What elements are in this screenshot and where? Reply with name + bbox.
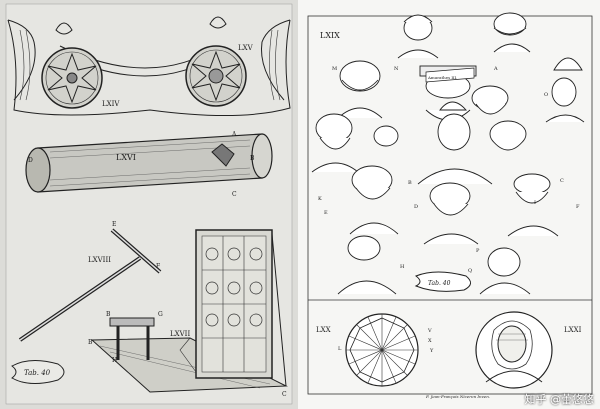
footer-credit: F. Jean-François Niceron Inven. [425,394,490,399]
fig-71-label: LXXI [564,326,582,334]
rod-instrument [18,228,162,342]
right-plate: LXIX Amurathes II [298,0,600,409]
svg-text:P: P [476,248,480,254]
svg-text:K: K [318,196,322,202]
left-engraving: LXIV LXV LXVI D A C B LXVIII E [0,0,298,409]
fig-67-label: LXVII [170,330,190,338]
rod-letter-e: E [112,221,116,228]
svg-text:A: A [493,66,498,72]
tube-letter-d: D [28,157,33,164]
rod-letter-f: F [156,263,160,270]
frame-letter-c: C [282,391,287,398]
frame-letter-b2: B [88,339,93,346]
frame-letter-h: H [112,357,117,364]
dial-70 [345,313,419,387]
fig-70-label: LXX [316,326,331,334]
watermark-text: 知乎 @蕾悠悠 [524,393,595,406]
name-banner [425,67,475,83]
frame-letter-b: B [106,311,111,318]
svg-text:I: I [534,200,536,206]
rosette-right [185,45,247,107]
right-engraving: LXIX Amurathes II [298,0,600,409]
svg-text:H: H [400,264,405,270]
left-plate: LXIV LXV LXVI D A C B LXVIII E [0,0,298,409]
fig-68-label: LXVIII [88,256,111,264]
fig-64-label: LXIV [102,100,120,108]
frame-apparatus [90,229,288,393]
svg-text:M: M [332,66,337,72]
dial-letter-y: Y [429,348,434,354]
cylinder-tube [25,133,273,193]
fig-66-label: LXVI [116,153,136,162]
fig-69-label: LXIX [320,31,340,40]
dial-letter-x: X [428,338,432,344]
rosette-left [41,47,103,109]
svg-text:E: E [324,210,328,216]
fig-65-label: LXV [238,44,254,52]
tab-banner-left [11,360,65,384]
svg-text:B: B [408,180,412,186]
svg-text:O: O [544,92,548,98]
tab-label-left: Tab. 40 [24,369,51,377]
svg-text:D: D [414,204,418,210]
tab-banner-right [414,271,471,292]
portrait-medallion-71 [475,311,553,389]
svg-text:C: C [560,178,564,184]
frame-letter-g: G [158,311,163,318]
tab-label-right: Tab. 40 [428,280,451,287]
dial-letter-v: V [427,328,432,334]
svg-text:N: N [394,66,399,72]
dial-letter-l: L [338,346,342,352]
figure-letters: M N O K A B I C D E F P Q H [318,66,580,274]
name-banner-text: Amurathes III. [427,75,457,80]
portrait-heads [311,12,585,295]
svg-text:F: F [576,204,580,210]
tube-letter-c: C [232,191,237,198]
tube-letter-a: A [231,131,237,138]
svg-text:Q: Q [468,268,472,274]
tube-letter-b: B [250,155,255,162]
